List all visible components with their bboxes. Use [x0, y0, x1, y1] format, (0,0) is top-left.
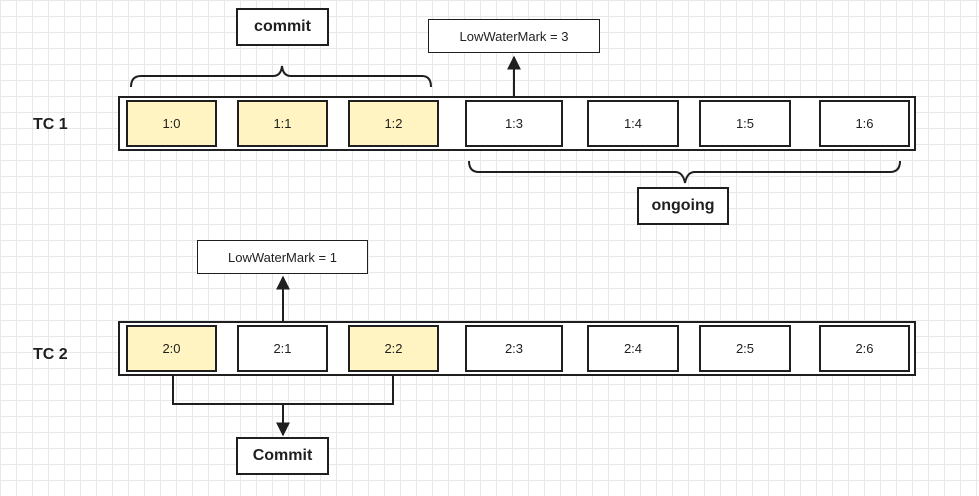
tc1-ongoing-tag: ongoing: [637, 187, 729, 225]
tc2-low-water-mark-tag: LowWaterMark = 1: [197, 240, 368, 274]
tc1-cell: 1:0: [126, 100, 217, 147]
tc1-cell: 1:4: [587, 100, 679, 147]
tc2-cell: 2:3: [465, 325, 563, 372]
tc1-cell: 1:2: [348, 100, 439, 147]
tc1-low-water-mark-tag: LowWaterMark = 3: [428, 19, 600, 53]
tc2-cell: 2:4: [587, 325, 679, 372]
tc1-cell: 1:1: [237, 100, 328, 147]
tc1-commit-tag: commit: [236, 8, 329, 46]
tc1-cell: 1:6: [819, 100, 910, 147]
tc1-cell: 1:5: [699, 100, 791, 147]
tc2-cell: 2:0: [126, 325, 217, 372]
tc2-cell: 2:6: [819, 325, 910, 372]
tc1-label: TC 1: [33, 116, 68, 133]
tc1-commit-brace: [130, 65, 432, 88]
tc1-cell: 1:3: [465, 100, 563, 147]
tc2-cell: 2:1: [237, 325, 328, 372]
tc2-commit-tag: Commit: [236, 437, 329, 475]
tc2-label: TC 2: [33, 346, 68, 363]
tc2-cell: 2:2: [348, 325, 439, 372]
tc2-commit-connector: [172, 372, 394, 405]
tc2-cell: 2:5: [699, 325, 791, 372]
tc1-ongoing-brace: [468, 160, 901, 184]
